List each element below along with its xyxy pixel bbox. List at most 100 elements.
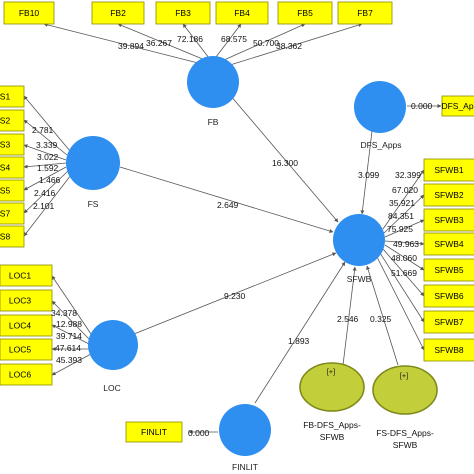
indicator-box[interactable]	[423, 232, 474, 256]
indicator-box[interactable]	[0, 179, 25, 202]
moderator-label-line1: FB-DFS_Apps-	[303, 420, 361, 430]
edges	[23, 22, 442, 434]
edge-loc-loc4	[51, 324, 90, 345]
indicator-box[interactable]	[423, 208, 474, 232]
indicator-box[interactable]	[215, 1, 269, 25]
edge-fs-s7	[23, 170, 69, 214]
loc-indicators: LOC1 LOC3 LOC4 LOC5 LOC6	[0, 264, 53, 386]
indicator-label: S7	[0, 209, 10, 219]
indicator-box[interactable]	[0, 314, 53, 337]
indicator-label: SFWB6	[434, 291, 464, 301]
edge-sfwb-sfwb6	[382, 248, 425, 297]
latent-fs[interactable]: FS	[66, 136, 120, 209]
indicator-box[interactable]	[0, 202, 25, 225]
indicator-label: S3	[0, 140, 10, 150]
loading-value: 2.416	[34, 188, 56, 198]
path-fb-sfwb	[229, 94, 339, 223]
indicator-label: SFWB7	[434, 317, 464, 327]
indicator-label: SFWB5	[434, 265, 464, 275]
moderator-fb-dfs[interactable]: [+] FB-DFS_Apps- SFWB	[299, 362, 365, 442]
edge-sfwb-sfwb5	[384, 244, 425, 271]
latent-circle[interactable]	[333, 214, 385, 266]
indicator-box[interactable]	[441, 95, 474, 117]
latent-label: FINLIT	[232, 462, 258, 472]
latent-circle[interactable]	[187, 56, 239, 108]
path-coefficient: 2.546	[337, 314, 359, 324]
moderator-label-line2: SFWB	[320, 432, 345, 442]
latent-circle[interactable]	[219, 404, 271, 456]
edge-fs-s5	[23, 166, 67, 191]
loading-value: 0.000	[188, 428, 210, 438]
loading-value: 35.921	[389, 198, 415, 208]
indicator-box[interactable]	[423, 310, 474, 334]
indicator-label: SFWB1	[434, 165, 464, 175]
path-coefficient: 9.230	[224, 291, 246, 301]
indicator-box[interactable]	[0, 156, 25, 179]
latent-dfs-apps[interactable]: DFS_Apps	[354, 81, 406, 150]
indicator-label: FB10	[19, 8, 40, 18]
indicator-box[interactable]	[0, 133, 25, 156]
loading-value: 75.925	[387, 224, 413, 234]
loading-value: 47.614	[55, 343, 81, 353]
indicator-label: LOC5	[9, 345, 31, 355]
moderator-label-line1: FS-DFS_Apps-	[376, 428, 434, 438]
loading-value: 38.362	[276, 41, 302, 51]
indicator-box[interactable]	[0, 225, 25, 248]
indicator-box[interactable]	[0, 109, 25, 132]
indicator-box[interactable]	[0, 363, 53, 386]
moderator-ellipse[interactable]	[372, 365, 438, 415]
indicator-box[interactable]	[337, 1, 393, 25]
indicator-box[interactable]	[277, 1, 333, 25]
indicator-box[interactable]	[0, 85, 25, 108]
indicator-label: LOC1	[9, 271, 31, 281]
latent-circle[interactable]	[354, 81, 406, 133]
indicator-label: DFS_Apps	[441, 101, 474, 111]
indicator-box[interactable]	[0, 264, 53, 287]
latent-label: FS	[88, 199, 99, 209]
edge-sfwb-sfwb8	[376, 256, 425, 351]
expand-marker: [+]	[327, 367, 336, 376]
indicator-box[interactable]	[3, 1, 55, 25]
indicator-box[interactable]	[423, 284, 474, 308]
indicator-box[interactable]	[125, 421, 183, 443]
indicator-label: SFWB8	[434, 345, 464, 355]
indicator-box[interactable]	[0, 338, 53, 361]
loading-value: 51.669	[391, 268, 417, 278]
moderator-ellipse[interactable]	[299, 362, 365, 412]
latent-finlit[interactable]: FINLIT	[219, 404, 271, 472]
edge-sfwb-sfwb2	[383, 194, 425, 234]
edge-sfwb-sfwb1	[382, 169, 425, 230]
indicator-label: LOC6	[9, 370, 31, 380]
indicator-label: S5	[0, 186, 10, 196]
edge-loc-loc3	[51, 300, 90, 340]
loading-value: 34.378	[51, 308, 77, 318]
latent-circle[interactable]	[66, 136, 120, 190]
indicator-box[interactable]	[0, 289, 53, 312]
latent-fb[interactable]: FB	[187, 56, 239, 127]
latent-circle[interactable]	[88, 320, 138, 370]
path-coefficient: 3.099	[358, 170, 380, 180]
sfwb-indicators: SFWB1 SFWB2 SFWB3 SFWB4 SFWB5 SFWB6 SFWB…	[423, 158, 474, 362]
loading-value: 50.700	[253, 38, 279, 48]
latent-sfwb[interactable]: SFWB	[333, 214, 385, 284]
loading-value: 3.022	[37, 152, 59, 162]
indicator-box[interactable]	[423, 183, 474, 207]
indicator-box[interactable]	[423, 158, 474, 182]
moderator-label-line2: SFWB	[393, 440, 418, 450]
indicator-box[interactable]	[91, 1, 145, 25]
indicator-label: LOC4	[9, 321, 31, 331]
indicator-label: SFWB2	[434, 190, 464, 200]
indicator-label: LOC3	[9, 296, 31, 306]
indicator-box[interactable]	[155, 1, 211, 25]
edge-fs-s2	[23, 119, 68, 156]
indicator-box[interactable]	[423, 258, 474, 282]
moderator-fs-dfs[interactable]: [+] FS-DFS_Apps- SFWB	[372, 365, 438, 450]
edge-fs-s3	[23, 144, 67, 161]
dfs-apps-indicator: DFS_Apps 0.000	[411, 95, 474, 117]
indicator-label: FINLIT	[141, 427, 167, 437]
loading-value: 1.466	[39, 175, 61, 185]
loading-value: 1.592	[37, 163, 59, 173]
indicator-box[interactable]	[423, 338, 474, 362]
latent-loc[interactable]: LOC	[88, 320, 138, 393]
edge-fb-fb4	[215, 23, 242, 58]
